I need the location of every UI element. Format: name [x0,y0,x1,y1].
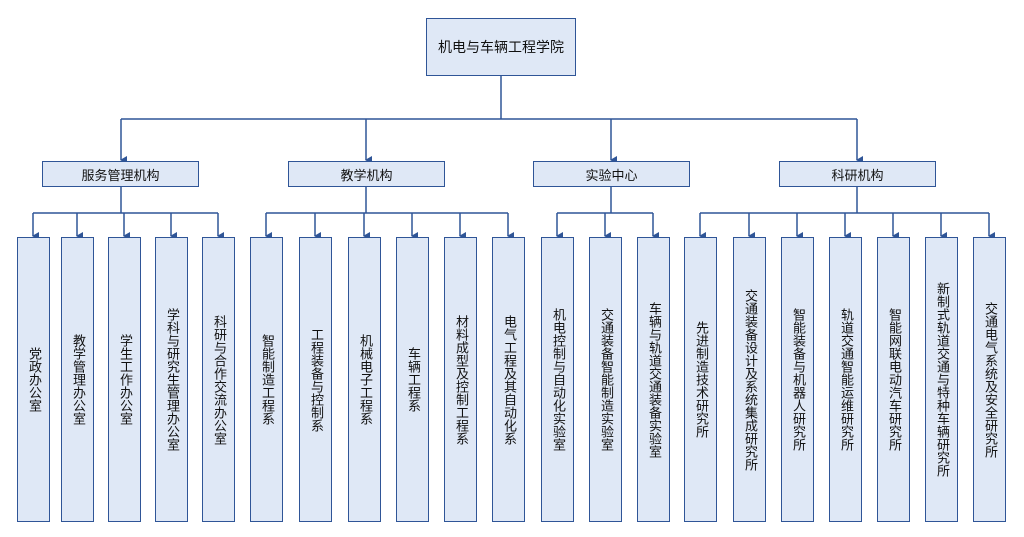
leaf-node: 智能制造工程系 [250,237,283,522]
group-label: 实验中心 [585,168,638,184]
leaf-label: 教学管理办公室 [70,334,85,425]
group-node-service: 服务管理机构 [42,161,199,187]
leaf-node: 交通电气系统及安全研究所 [973,237,1006,522]
group-node-research: 科研机构 [779,161,936,187]
leaf-node: 电气工程及其自动化系 [492,237,525,522]
leaf-label: 智能制造工程系 [259,334,274,425]
leaf-label: 智能网联电动汽车研究所 [886,308,901,451]
leaf-label: 交通装备智能制造实验室 [598,308,613,451]
leaf-node: 机械电子工程系 [348,237,381,522]
leaf-node: 轨道交通智能运维研究所 [829,237,862,522]
leaf-node: 交通装备设计及系统集成研究所 [733,237,766,522]
leaf-label: 交通电气系统及安全研究所 [982,301,997,458]
leaf-node: 学科与研究生管理办公室 [155,237,188,522]
group-label: 服务管理机构 [81,168,160,184]
leaf-node: 车辆工程系 [396,237,429,522]
leaf-label: 电气工程及其自动化系 [501,314,516,445]
group-node-teaching: 教学机构 [288,161,445,187]
leaf-label: 轨道交通智能运维研究所 [838,308,853,451]
leaf-label: 工程装备与控制系 [308,327,323,432]
leaf-label: 交通装备设计及系统集成研究所 [742,288,757,471]
leaf-label: 车辆工程系 [405,347,420,412]
leaf-node: 先进制造技术研究所 [684,237,717,522]
leaf-label: 智能装备与机器人研究所 [790,308,805,451]
leaf-node: 新制式轨道交通与特种车辆研究所 [925,237,958,522]
leaf-node: 车辆与轨道交通装备实验室 [637,237,670,522]
leaf-label: 学生工作办公室 [117,334,132,425]
group-label: 科研机构 [831,168,884,184]
group-label: 教学机构 [340,168,393,184]
leaf-node: 工程装备与控制系 [299,237,332,522]
leaf-label: 新制式轨道交通与特种车辆研究所 [934,282,949,477]
leaf-label: 学科与研究生管理办公室 [164,308,179,451]
leaf-node: 科研与合作交流办公室 [202,237,235,522]
leaf-label: 机械电子工程系 [357,334,372,425]
leaf-label: 车辆与轨道交通装备实验室 [646,301,661,458]
leaf-label: 先进制造技术研究所 [693,321,708,438]
leaf-label: 机电控制与自动化实验室 [550,308,565,451]
leaf-label: 材料成型及控制工程系 [453,314,468,445]
leaf-node: 教学管理办公室 [61,237,94,522]
leaf-node: 材料成型及控制工程系 [444,237,477,522]
leaf-label: 党政办公室 [26,347,41,412]
leaf-node: 交通装备智能制造实验室 [589,237,622,522]
leaf-node: 智能网联电动汽车研究所 [877,237,910,522]
root-label: 机电与车辆工程学院 [438,40,564,56]
group-node-lab: 实验中心 [533,161,690,187]
leaf-node: 机电控制与自动化实验室 [541,237,574,522]
leaf-node: 党政办公室 [17,237,50,522]
root-node: 机电与车辆工程学院 [426,18,576,76]
leaf-node: 智能装备与机器人研究所 [781,237,814,522]
leaf-label: 科研与合作交流办公室 [211,314,226,445]
leaf-node: 学生工作办公室 [108,237,141,522]
